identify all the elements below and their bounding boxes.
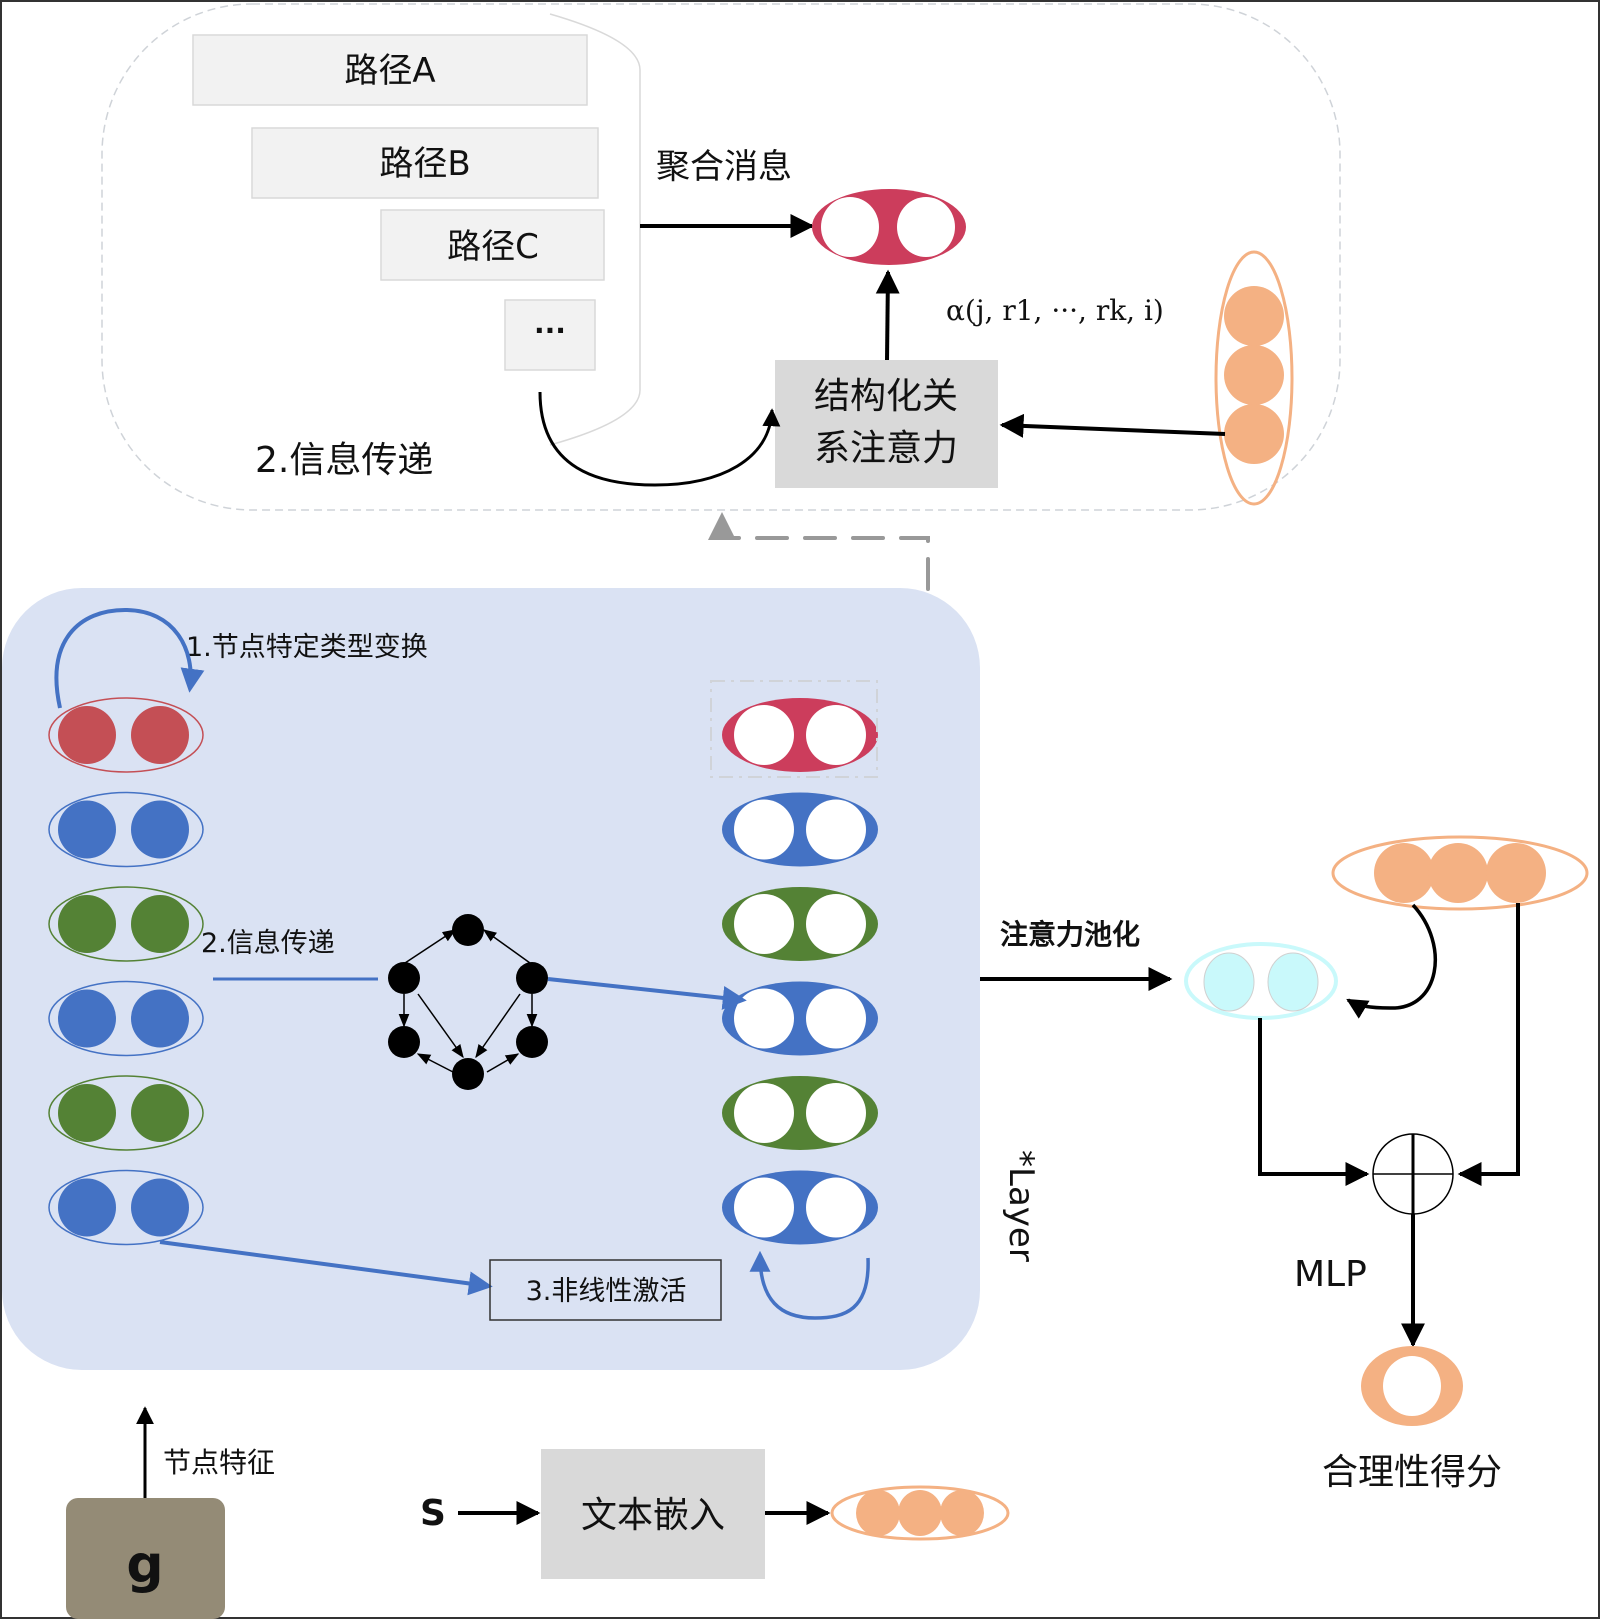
graph-node (452, 914, 484, 946)
message-passing-graph (388, 914, 548, 1090)
node-feature-label: 节点特征 (163, 1446, 275, 1479)
paths-bracket (549, 13, 641, 446)
embedding-to-pooled-arrow (1346, 903, 1437, 1019)
attention-formula: α(j, r1, ···, rk, i) (946, 294, 1164, 327)
plausibility-score-label: 合理性得分 (1322, 1452, 1502, 1493)
path-box-b[interactable]: 路径B (251, 127, 599, 199)
graph-input-label: g (126, 1535, 163, 1595)
step1-label: 1.节点特定类型变换 (186, 632, 428, 663)
path-box-a[interactable]: 路径A (192, 34, 588, 106)
paths-to-attention-arrow (538, 391, 781, 487)
text-embedding-label: 文本嵌入 (581, 1495, 725, 1536)
path-box-c[interactable]: 路径C (380, 209, 605, 281)
input-node-blue (48, 980, 204, 1057)
attention-line-2: 系注意力 (814, 428, 958, 469)
output-node-green (722, 887, 878, 961)
activation-loop-arrow (749, 1250, 870, 1320)
layer-multiplier-label: *Layer (1001, 1150, 1041, 1262)
output-node-green (722, 1076, 878, 1150)
concat-combiner-icon (1372, 1133, 1454, 1215)
step1-loop-arrow (54, 607, 205, 709)
output-node-rows (722, 698, 878, 1245)
aggregate-message-label: 聚合消息 (656, 147, 792, 187)
attention-line-1: 结构化关 (814, 376, 958, 417)
pooled-graph-node (1184, 942, 1338, 1020)
output-node-highlight (710, 680, 878, 778)
path-c-label: 路径C (447, 227, 539, 267)
output-node-blue (722, 981, 878, 1056)
sentence-input-label: S (420, 1493, 446, 1534)
embedding-to-combiner-line (1457, 903, 1520, 1186)
text-embedding-box[interactable]: 文本嵌入 (541, 1449, 765, 1579)
path-a-label: 路径A (344, 51, 435, 91)
layer-panel: 1.节点特定类型变换 2.信息传递 (2, 588, 980, 1370)
attention-pooling-label: 注意力池化 (1000, 918, 1140, 951)
top-step-label: 2.信息传递 (255, 440, 433, 481)
input-section: g 节点特征 S 文本嵌入 (66, 1406, 1010, 1619)
output-node-blue (722, 1170, 878, 1245)
text-embedding-vertical (1214, 250, 1294, 506)
step2-label: 2.信息传递 (201, 928, 335, 959)
input-node-blue (48, 791, 204, 868)
path-more-label: ··· (534, 314, 566, 347)
layer-panel-bg (2, 588, 980, 1370)
graph-node (388, 962, 420, 994)
mlp-label: MLP (1294, 1254, 1367, 1295)
input-node-green (48, 1075, 204, 1151)
aggregate-node (812, 189, 966, 265)
graph-node (516, 962, 548, 994)
graph-input-box[interactable]: g (66, 1498, 225, 1619)
text-embedding-output (830, 1485, 1010, 1541)
output-node-blue (722, 792, 878, 867)
input-node-green (48, 886, 204, 962)
to-activation-arrow (159, 1240, 493, 1296)
step3-label: 3.非线性激活 (526, 1276, 687, 1307)
path-box-more[interactable]: ··· (504, 299, 596, 371)
pooled-to-combiner-line (1258, 1018, 1370, 1186)
input-node-rows (48, 697, 204, 1246)
structured-attention-box[interactable]: 结构化关 系注意力 (775, 360, 998, 488)
output-node-red (722, 698, 878, 772)
graph-to-output-arrow (547, 977, 747, 1010)
attention-to-aggregate-arrow (875, 269, 900, 361)
path-b-label: 路径B (379, 144, 470, 184)
text-embedding-horizontal (1331, 835, 1589, 911)
input-node-red (48, 697, 204, 773)
graph-node (388, 1026, 420, 1058)
input-node-blue (48, 1169, 204, 1246)
embedding-to-attention-arrow (999, 413, 1226, 438)
top-panel: 路径A 路径B 路径C ··· 聚合消息 结构化关 系注意力 (101, 3, 1341, 511)
graph-node (516, 1026, 548, 1058)
nonlinear-activation-box[interactable]: 3.非线性激活 (489, 1259, 722, 1321)
graph-node (452, 1058, 484, 1090)
scoring-panel: 注意力池化 MLP (980, 835, 1589, 1493)
score-node (1361, 1346, 1463, 1426)
